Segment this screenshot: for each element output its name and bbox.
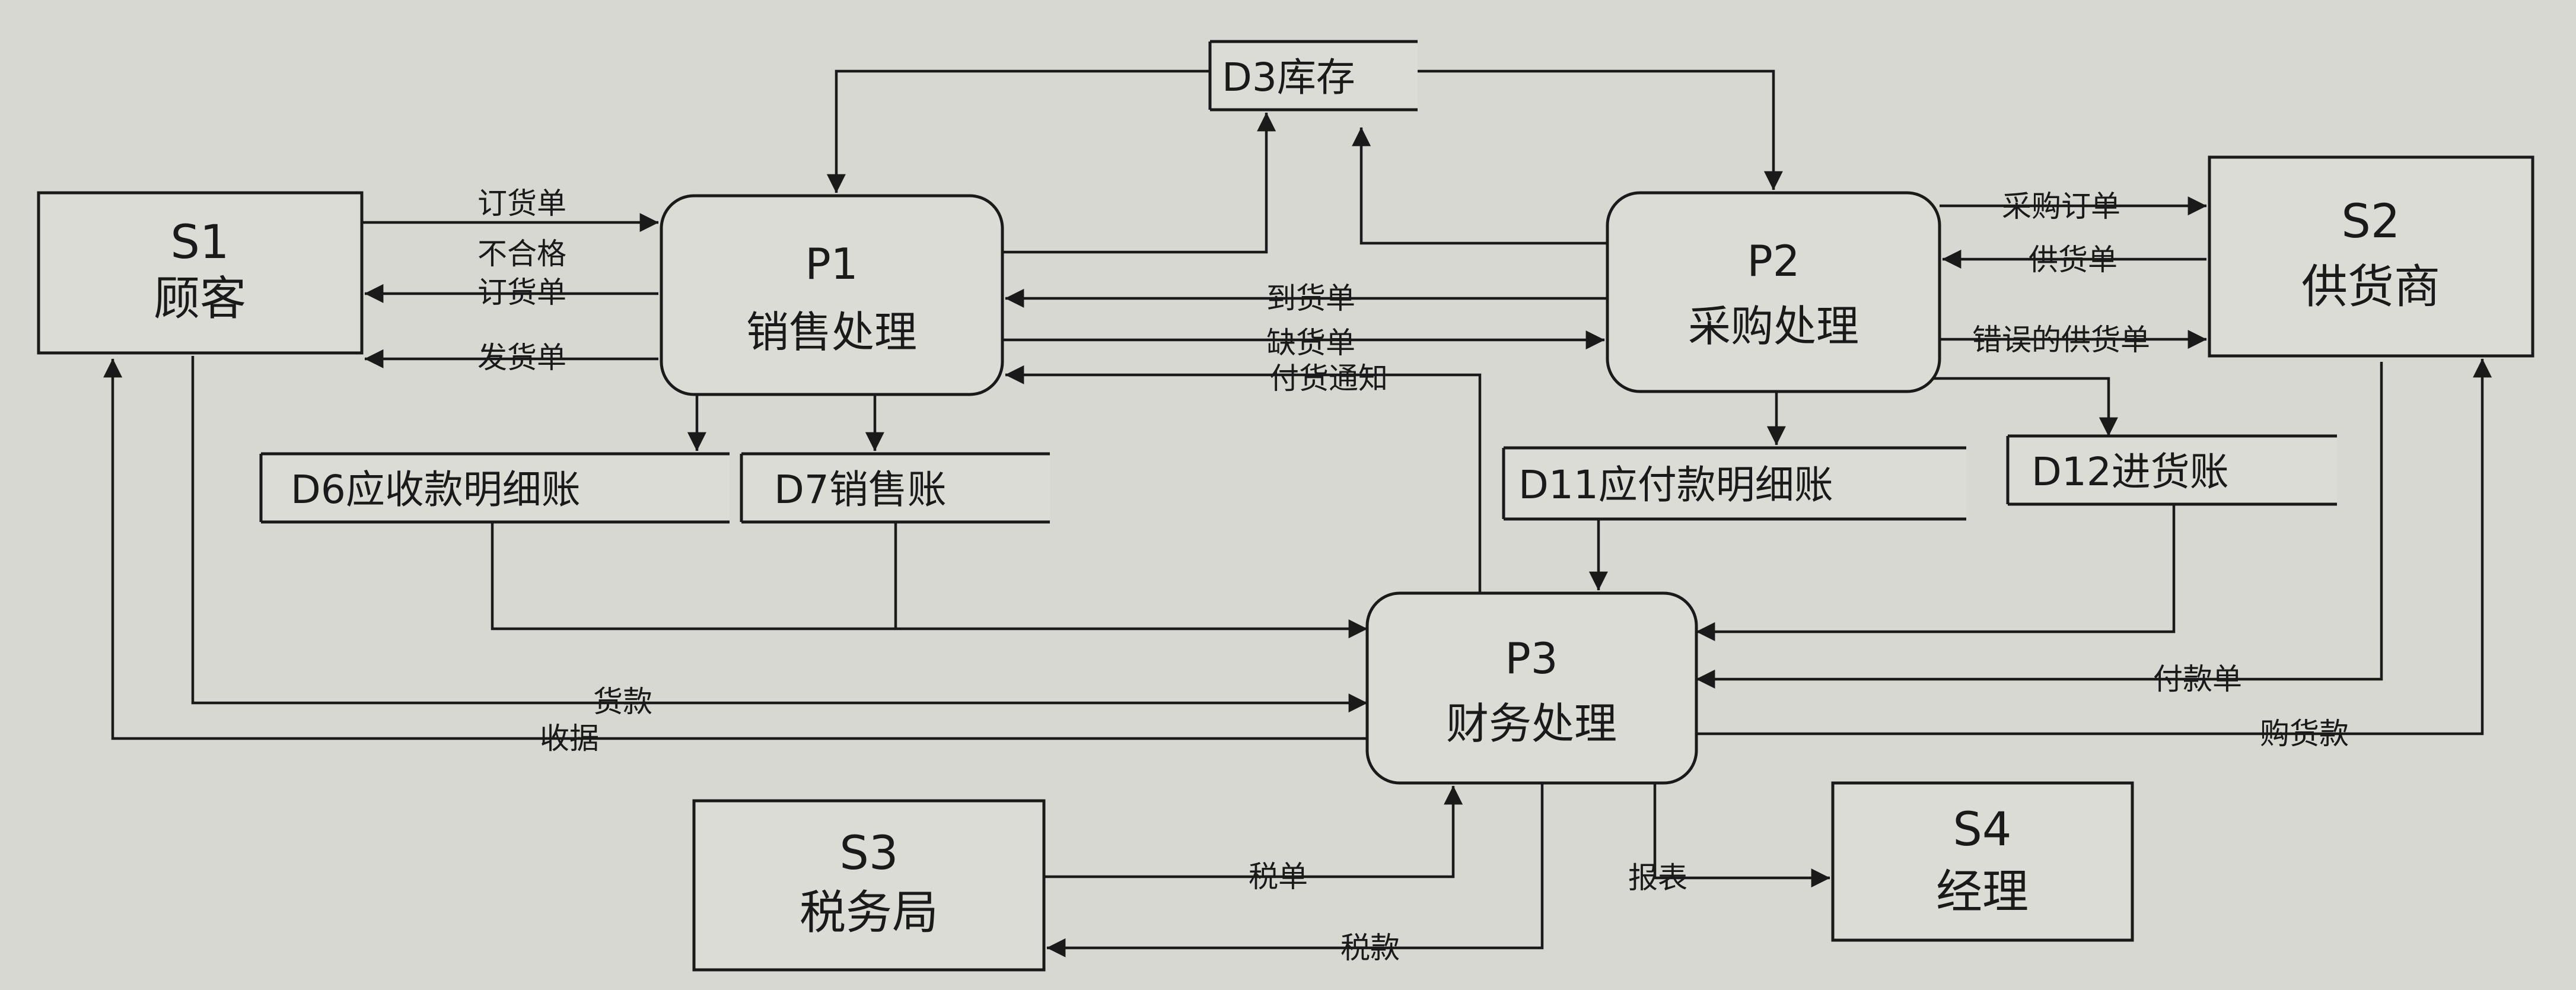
flow-receipt [103, 358, 1367, 740]
flow-pay-slip [1696, 362, 2383, 689]
flow-report [1653, 783, 1830, 888]
flow-payment [191, 356, 1368, 713]
label-purchase-pay: 购货款 [2260, 717, 2349, 751]
process-p2: P2 采购处理 [1606, 191, 1941, 393]
entity-s3: S3 税务局 [692, 799, 1046, 972]
flow-d6-to-p3 [491, 522, 1368, 639]
store-d3-label: D3库存 [1222, 55, 1355, 100]
label-supply: 供货单 [2029, 243, 2118, 277]
label-tax-bill: 税单 [1249, 860, 1308, 894]
label-report: 报表 [1628, 861, 1687, 895]
entity-s2-id: S2 [2341, 195, 2400, 249]
entity-s2-name: 供货商 [2301, 260, 2440, 314]
label-arrival: 到货单 [1266, 281, 1355, 316]
label-pay-notice: 付货通知 [1269, 361, 1388, 396]
label-purchase-order: 采购订单 [2002, 189, 2120, 224]
entity-s4: S4 经理 [1831, 781, 2134, 942]
label-payment: 货款 [593, 685, 652, 719]
flow-p2-to-d3 [1352, 127, 1607, 245]
store-d11: D11应付款明细账 [1502, 446, 1966, 521]
entity-s1-id: S1 [170, 216, 229, 269]
label-order: 订货单 [477, 186, 566, 221]
entity-s2: S2 供货商 [2208, 155, 2534, 358]
process-p1-name: 销售处理 [746, 307, 917, 357]
flow-p2-to-d12 [1931, 377, 2118, 437]
flow-d3-to-p1 [826, 69, 1210, 193]
flow-purchase-pay [1696, 358, 2492, 736]
store-d12-label: D12进货账 [2031, 449, 2229, 495]
entity-s4-id: S4 [1953, 803, 2011, 857]
flow-tax [1046, 783, 1544, 957]
store-d7: D7销售账 [740, 452, 1050, 524]
process-p3-id: P3 [1505, 634, 1558, 683]
label-wrong-supply: 错误的供货单 [1972, 323, 2150, 357]
store-d3: D3库存 [1208, 40, 1418, 112]
store-d6: D6应收款明细账 [259, 452, 730, 524]
store-d11-label: D11应付款明细账 [1518, 462, 1833, 508]
entity-s1-name: 顾客 [154, 272, 246, 326]
label-tax: 税款 [1340, 931, 1400, 965]
flow-d3-to-p2 [1418, 69, 1783, 190]
entity-s4-name: 经理 [1936, 865, 2029, 919]
label-pay-slip: 付款单 [2153, 662, 2242, 696]
flow-d12-to-p3 [1696, 504, 2176, 641]
process-p2-name: 采购处理 [1688, 301, 1859, 351]
store-d7-label: D7销售账 [774, 467, 947, 512]
process-p2-id: P2 [1747, 236, 1800, 286]
entity-s3-id: S3 [839, 827, 898, 880]
flow-pay-notice [1005, 365, 1482, 593]
label-receipt: 收据 [540, 721, 599, 756]
entity-s3-name: 税务局 [800, 886, 938, 940]
process-p1: P1 销售处理 [660, 194, 1004, 396]
process-p3: P3 财务处理 [1365, 591, 1698, 785]
store-d12: D12进货账 [2006, 434, 2337, 506]
label-ship: 发货单 [477, 340, 566, 375]
process-p3-name: 财务处理 [1446, 699, 1617, 749]
process-p1-id: P1 [805, 239, 858, 289]
label-reject-line1: 不合格 [477, 237, 566, 271]
entity-s1: S1 顾客 [37, 191, 364, 355]
store-d6-label: D6应收款明细账 [291, 467, 581, 512]
label-shortage: 缺货单 [1266, 326, 1355, 360]
label-reject-line2: 订货单 [477, 275, 566, 310]
flow-p1-to-d3 [1002, 112, 1276, 254]
flow-tax-bill [1044, 785, 1463, 878]
